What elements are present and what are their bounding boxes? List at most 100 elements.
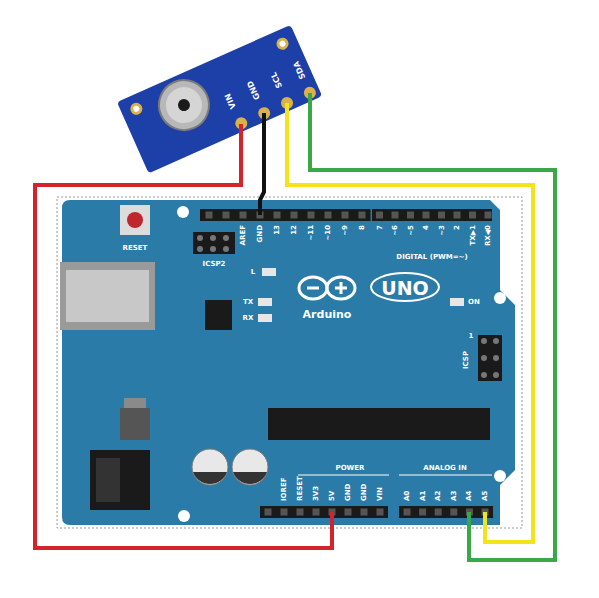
mount-hole — [275, 36, 291, 52]
wire-black — [260, 113, 264, 215]
icsp-pin — [481, 355, 487, 361]
capacitor — [232, 449, 268, 485]
led — [258, 298, 272, 306]
board-label: Arduino — [303, 309, 352, 320]
header-pin — [450, 509, 457, 516]
usb-chip — [205, 300, 232, 330]
board-label: ~6 — [392, 225, 399, 236]
header-pin — [438, 212, 445, 219]
board-label: L — [251, 269, 255, 276]
board-label: A0 — [404, 491, 411, 501]
sensor-can — [151, 72, 217, 138]
board-label: ON — [468, 299, 480, 306]
capacitor-band — [193, 472, 227, 484]
board-label: RESET — [123, 245, 148, 252]
board-label: 8 — [359, 225, 366, 230]
board-label: POWER — [336, 465, 365, 472]
arduino-board — [62, 200, 515, 525]
header-pin — [423, 212, 430, 219]
board-label: 3V3 — [313, 486, 320, 501]
regulator-tab — [124, 398, 146, 408]
header-pin — [313, 509, 320, 516]
board-label: UNO — [381, 279, 428, 298]
power-line — [298, 475, 389, 476]
board-label: A3 — [450, 491, 457, 501]
led — [258, 314, 272, 322]
board-label: 2 — [454, 225, 461, 230]
board-label: 13 — [274, 225, 281, 235]
icsp-pin — [197, 235, 203, 241]
analog-line — [399, 475, 492, 476]
icsp-header — [478, 335, 502, 381]
board-label: 4 — [423, 225, 430, 230]
board-label: TX — [243, 299, 253, 306]
board-outline — [57, 197, 522, 528]
board-label: 7 — [376, 225, 383, 230]
header-pin — [325, 212, 332, 219]
mount-hole — [494, 292, 506, 304]
icsp-pin — [481, 372, 487, 378]
digital-header — [200, 209, 371, 221]
wire-green — [310, 93, 555, 560]
wires — [35, 93, 555, 560]
board-label: ~3 — [438, 225, 445, 236]
header-pins — [197, 212, 499, 516]
mount-hole — [178, 510, 190, 522]
board-label: ~11 — [308, 225, 315, 241]
header-pin — [392, 212, 399, 219]
power-jack — [90, 450, 150, 510]
usb-port-inner — [66, 270, 149, 322]
header-pin — [419, 509, 426, 516]
header-pin — [265, 509, 272, 516]
board-label: ~5 — [407, 225, 414, 236]
header-pin — [281, 509, 288, 516]
header-pin — [223, 212, 230, 219]
icsp-pin — [223, 235, 229, 241]
led — [262, 268, 276, 276]
power-header — [260, 506, 388, 518]
board-label: RESET — [297, 476, 304, 501]
header-pin — [377, 509, 384, 516]
header-pin — [240, 212, 247, 219]
header-pin — [376, 212, 383, 219]
reset-button-cap — [127, 212, 143, 228]
icsp-pin — [493, 372, 499, 378]
mount-hole — [128, 101, 144, 117]
header-pin — [206, 212, 213, 219]
board-label: VIN — [377, 487, 384, 501]
board-label: ~10 — [325, 225, 332, 241]
board-label: 5V — [329, 491, 336, 501]
icsp-pin — [481, 338, 487, 344]
header-pin — [297, 509, 304, 516]
header-pin — [291, 212, 298, 219]
icsp-pin — [493, 338, 499, 344]
sensor-can-top — [160, 81, 208, 129]
header-pin — [454, 212, 461, 219]
board-label: GND — [361, 484, 368, 501]
board-label: A2 — [435, 491, 442, 501]
board-label: ICSP2 — [203, 261, 226, 268]
icsp2-header — [193, 232, 235, 254]
board-label: ICSP — [463, 351, 470, 369]
header-pin — [435, 509, 442, 516]
header-pin — [342, 212, 349, 219]
mount-hole — [177, 206, 189, 218]
arduino-logo — [299, 273, 439, 301]
header-pin — [345, 509, 352, 516]
mount-hole — [494, 470, 506, 482]
header-pin — [361, 509, 368, 516]
icsp-pin — [493, 355, 499, 361]
board-label: DIGITAL (PWM=~) — [396, 254, 467, 261]
sensor-window — [176, 97, 192, 113]
board-label: TX▶1 — [469, 225, 476, 245]
header-pin — [359, 212, 366, 219]
header-pin — [407, 212, 414, 219]
board-label: ANALOG IN — [423, 465, 467, 472]
board-label: ~9 — [342, 225, 349, 236]
analog-header — [399, 506, 493, 518]
board-label: A4 — [466, 491, 473, 501]
board-label: IOREF — [281, 477, 288, 501]
header-pin — [469, 212, 476, 219]
board-label: AREF — [240, 225, 247, 245]
